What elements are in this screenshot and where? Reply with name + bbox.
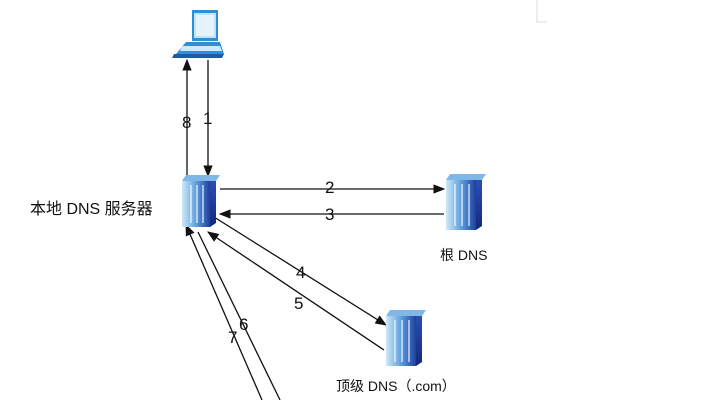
edge-label-3: 3 bbox=[325, 205, 334, 224]
root-dns-label: 根 DNS bbox=[440, 247, 487, 263]
local-dns-label: 本地 DNS 服务器 bbox=[30, 200, 153, 218]
laptop-icon bbox=[172, 10, 224, 58]
corner-divider bbox=[536, 0, 547, 23]
root-dns-server-icon bbox=[446, 174, 486, 230]
edge-5-line bbox=[207, 231, 385, 351]
edge-label-7: 7 bbox=[228, 328, 237, 347]
edge-label-6: 6 bbox=[239, 315, 248, 334]
edge-4-line bbox=[213, 216, 387, 326]
edge-labels: 1 8 2 3 4 5 6 7 bbox=[182, 109, 334, 347]
tld-dns-label: 顶级 DNS（.com） bbox=[336, 378, 456, 394]
tld-dns-server-icon bbox=[386, 310, 426, 366]
edges bbox=[182, 58, 446, 400]
local-dns-server-icon bbox=[182, 175, 220, 227]
edge-label-5: 5 bbox=[294, 294, 303, 313]
edge-label-4: 4 bbox=[296, 263, 305, 282]
edge-6-line bbox=[197, 231, 281, 400]
edge-label-2: 2 bbox=[325, 178, 334, 197]
edge-7-line bbox=[185, 223, 263, 400]
edge-label-8: 8 bbox=[182, 113, 191, 132]
edge-label-1: 1 bbox=[203, 109, 212, 128]
